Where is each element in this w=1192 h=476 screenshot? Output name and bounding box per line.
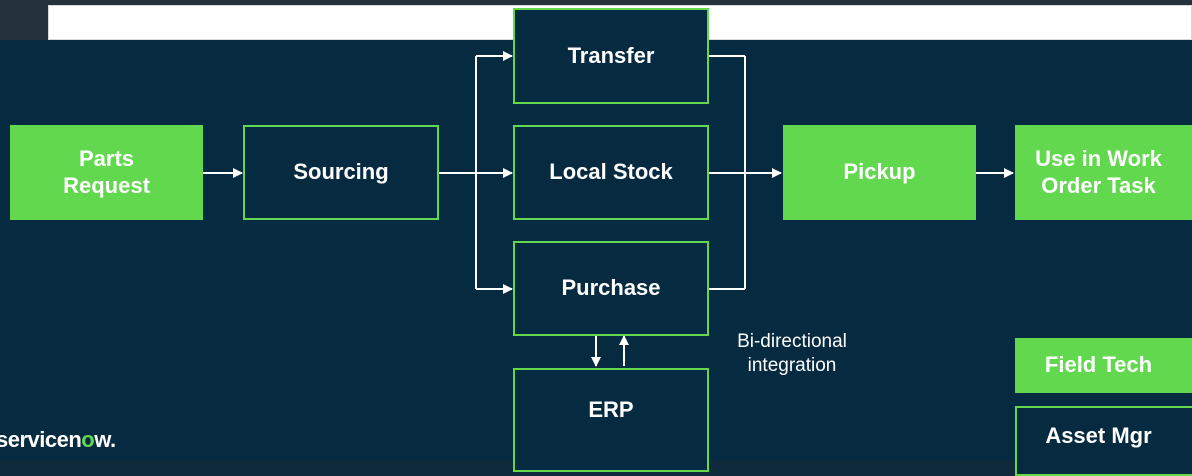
servicenow-logo: servicenow.	[0, 427, 116, 452]
node-use-in-work-order-task: Use in Work Order Task	[1015, 125, 1192, 220]
node-erp: ERP	[513, 368, 709, 472]
node-purchase: Purchase	[513, 241, 709, 336]
legend-field-tech: Field Tech	[1015, 338, 1192, 393]
legend-asset-mgr: Asset Mgr	[1015, 406, 1192, 476]
node-sourcing: Sourcing	[243, 125, 439, 220]
integration-note: Bi-directional integration	[737, 331, 847, 376]
node-local-stock: Local Stock	[513, 125, 709, 220]
node-transfer: Transfer	[513, 8, 709, 104]
node-parts-request: Parts Request	[10, 125, 203, 220]
connector-lines	[203, 51, 1014, 367]
node-pickup: Pickup	[783, 125, 976, 220]
